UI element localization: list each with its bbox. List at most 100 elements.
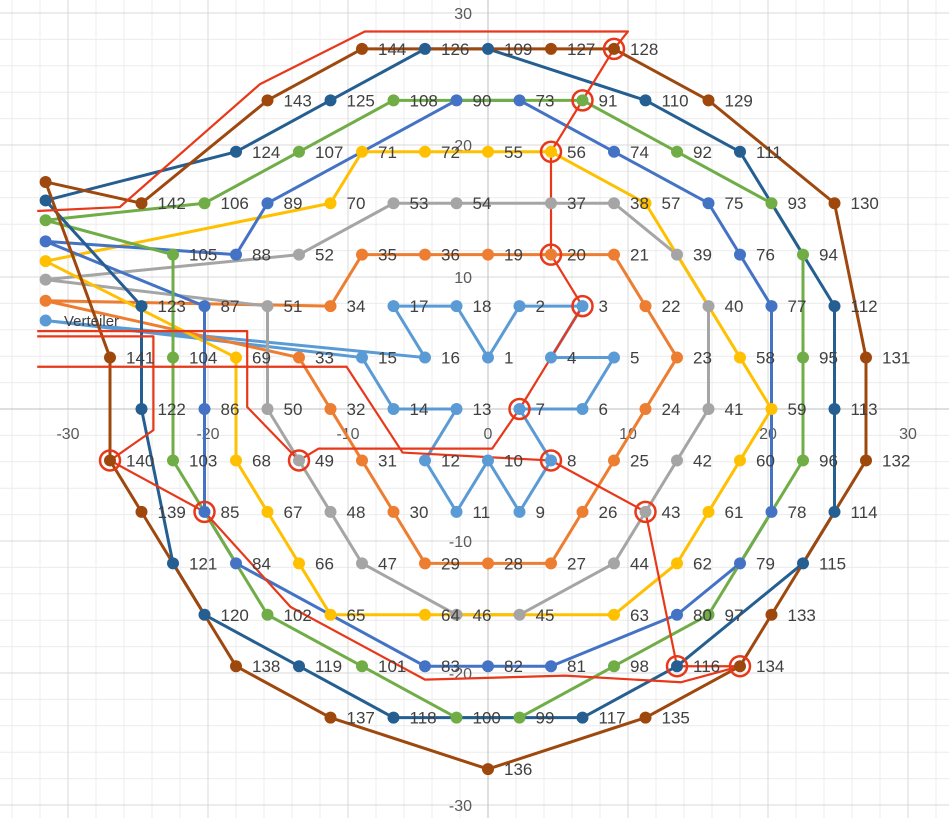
data-point-marker — [450, 403, 463, 415]
data-point-label: 133 — [788, 606, 816, 625]
data-point-label: 144 — [378, 40, 406, 59]
data-point-marker — [387, 300, 400, 313]
data-point-label: 91 — [599, 91, 618, 110]
data-point-marker — [261, 608, 274, 621]
data-point-marker — [702, 403, 715, 415]
data-point-marker — [702, 505, 715, 518]
data-point-marker — [419, 660, 431, 673]
data-point-label: 13 — [473, 400, 492, 419]
data-point-marker — [167, 557, 179, 570]
data-point-marker — [545, 197, 557, 210]
data-point-marker — [513, 403, 526, 415]
legend-label-verteiler: Verteiler — [64, 313, 119, 330]
highlight-ring — [665, 654, 689, 678]
data-point-marker — [198, 197, 211, 210]
data-point-marker — [104, 351, 116, 364]
data-point-label: 78 — [788, 503, 807, 522]
data-point-label: 137 — [347, 709, 375, 728]
data-point-marker — [608, 197, 620, 210]
data-point-label: 48 — [347, 503, 366, 522]
data-point-marker — [828, 197, 841, 210]
series-start-marker — [39, 314, 52, 327]
data-point-marker — [482, 42, 494, 55]
data-point-marker — [104, 454, 116, 467]
data-point-marker — [765, 403, 778, 415]
data-point-label: 139 — [158, 503, 186, 522]
data-point-label: 32 — [347, 400, 366, 419]
data-point-marker — [608, 660, 620, 673]
data-point-marker — [356, 351, 368, 364]
data-point-marker — [261, 505, 274, 518]
data-point-label: 8 — [567, 451, 576, 470]
data-point-label: 66 — [315, 554, 334, 573]
data-point-label: 64 — [441, 606, 460, 625]
data-point-label: 92 — [693, 143, 712, 162]
data-point-label: 30 — [410, 503, 429, 522]
data-point-label: 135 — [662, 709, 690, 728]
data-point-label: 31 — [378, 451, 397, 470]
data-point-label: 54 — [473, 194, 492, 213]
data-point-label: 55 — [504, 143, 523, 162]
data-point-label: 89 — [284, 194, 303, 213]
series-start-marker — [39, 194, 52, 207]
data-point-label: 106 — [221, 194, 249, 213]
data-point-label: 118 — [410, 709, 437, 728]
data-point-label: 36 — [441, 246, 460, 265]
series-line — [44, 47, 868, 771]
data-point-marker — [135, 197, 148, 210]
data-point-marker — [387, 197, 400, 210]
data-point-marker — [230, 351, 242, 364]
data-point-label: 39 — [693, 246, 712, 265]
data-point-label: 59 — [788, 400, 807, 419]
data-point-marker — [576, 711, 589, 724]
highlight-path — [37, 335, 742, 684]
data-point-label: 52 — [315, 246, 334, 265]
data-point-label: 105 — [189, 246, 217, 265]
data-point-marker — [198, 505, 211, 518]
data-point-marker — [167, 351, 179, 364]
data-point-marker — [671, 660, 683, 673]
data-point-label: 28 — [504, 554, 523, 573]
data-point-marker — [482, 248, 494, 261]
data-point-marker — [324, 403, 337, 415]
data-point-label: 115 — [819, 554, 846, 573]
data-point-marker — [608, 42, 620, 55]
data-point-label: 72 — [441, 143, 460, 162]
data-point-marker — [608, 608, 620, 621]
data-point-marker — [450, 197, 463, 210]
data-point-marker — [513, 300, 526, 313]
data-point-label: 101 — [378, 657, 406, 676]
data-point-label: 112 — [851, 297, 878, 316]
data-point-label: 71 — [378, 143, 397, 162]
data-point-marker — [702, 300, 715, 313]
data-point-label: 116 — [693, 657, 720, 676]
data-point-marker — [419, 454, 431, 467]
data-point-marker — [419, 42, 431, 55]
data-point-marker — [135, 403, 148, 415]
data-point-label: 117 — [599, 709, 626, 728]
data-point-marker — [576, 300, 589, 313]
data-point-marker — [230, 454, 242, 467]
data-point-label: 6 — [599, 400, 608, 419]
data-point-label: 90 — [473, 91, 492, 110]
data-point-label: 41 — [725, 400, 744, 419]
data-point-label: 57 — [662, 194, 681, 213]
data-point-marker — [860, 454, 872, 467]
data-point-label: 45 — [536, 606, 555, 625]
data-point-marker — [545, 557, 557, 570]
data-point-marker — [261, 300, 274, 313]
data-point-label: 129 — [725, 91, 753, 110]
data-point-marker — [576, 94, 589, 107]
highlight-ring — [539, 243, 563, 266]
data-point-label: 108 — [410, 91, 438, 110]
data-point-marker — [639, 300, 652, 313]
data-point-label: 21 — [630, 246, 649, 265]
data-point-marker — [734, 351, 746, 364]
data-point-label: 107 — [315, 143, 343, 162]
data-point-marker — [545, 454, 557, 467]
x-tick-label: 0 — [484, 426, 493, 443]
data-point-marker — [324, 711, 337, 724]
data-point-label: 84 — [252, 554, 271, 573]
data-point-label: 44 — [630, 554, 649, 573]
